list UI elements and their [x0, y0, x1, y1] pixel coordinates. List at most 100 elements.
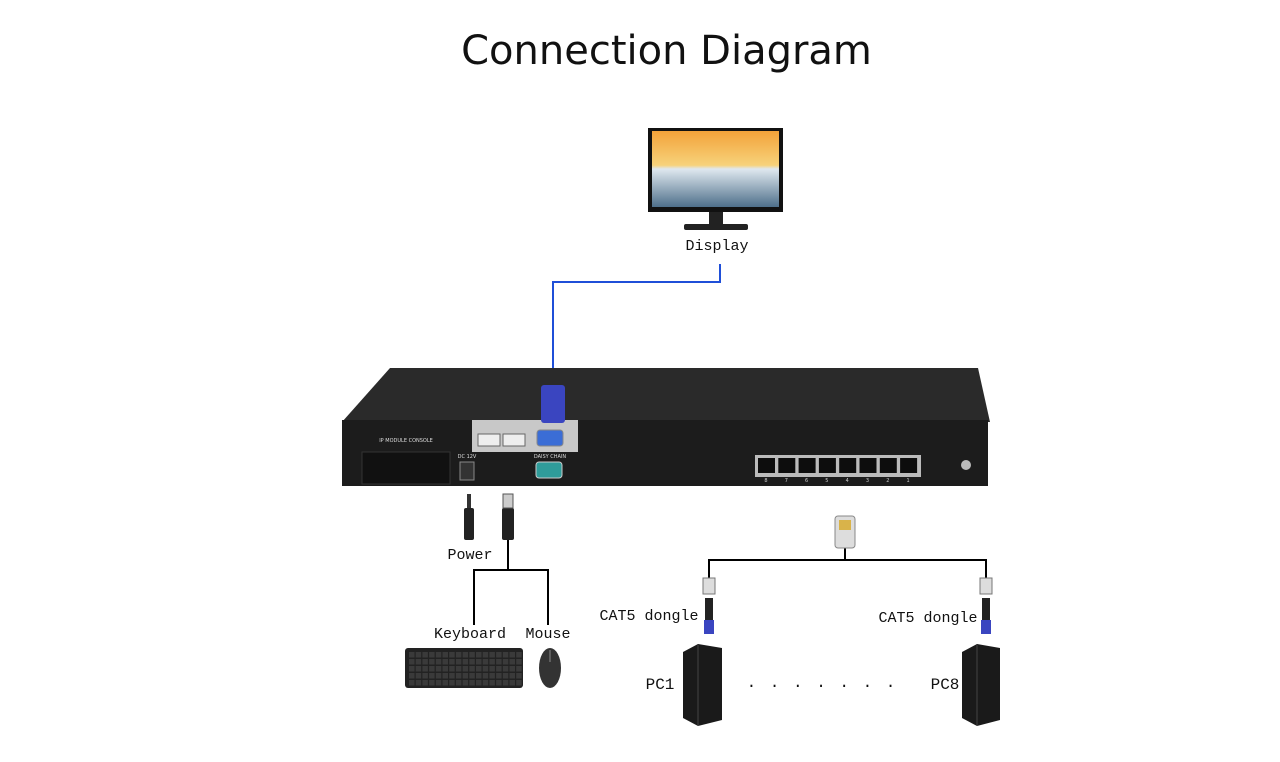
pc1-tower-icon: [683, 644, 722, 726]
keyboard-key: [442, 666, 448, 672]
daisy-label: DAISY CHAIN: [534, 454, 567, 460]
keyboard-key: [502, 673, 509, 679]
keyboard-key: [476, 659, 482, 665]
keyboard-key: [516, 659, 522, 665]
keyboard-key: [415, 673, 422, 679]
rj45-port: [798, 458, 816, 473]
pc1-label: PC1: [645, 676, 675, 694]
keyboard-label: Keyboard: [433, 626, 507, 643]
keyboard-key: [482, 673, 489, 679]
keyboard-key: [422, 652, 428, 658]
port-number: 2: [886, 478, 889, 484]
keyboard-key: [462, 666, 469, 672]
keyboard-key: [516, 680, 522, 686]
port-number: 5: [825, 478, 828, 484]
keyboard-key: [482, 666, 489, 672]
keyboard-key: [409, 666, 415, 672]
pc8-tower-icon: [962, 644, 1000, 726]
keyboard-key: [442, 659, 448, 665]
vga-plug: [541, 385, 565, 423]
keyboard-key: [516, 666, 522, 672]
cat5-dongle-label-left: CAT5 dongle: [599, 608, 699, 625]
keyboard-key: [482, 680, 489, 686]
cat5-dongle-icon: [702, 577, 716, 634]
rj45-port: [758, 458, 775, 473]
keyboard-key: [455, 659, 462, 665]
keyboard-key: [509, 673, 515, 679]
keyboard-key: [502, 680, 509, 686]
keyboard-key: [469, 680, 475, 686]
keyboard-key: [455, 666, 462, 672]
keyboard-key: [409, 673, 415, 679]
keyboard-key: [496, 673, 502, 679]
connector-lines: [473, 540, 987, 625]
keyboard-icon: [405, 648, 523, 688]
keyboard-key: [482, 652, 489, 658]
keyboard-key: [449, 680, 455, 686]
rj45-port: [818, 458, 836, 473]
rj45-connector-icon: [834, 515, 856, 549]
keyboard-key: [462, 673, 469, 679]
rj45-port: [879, 458, 897, 473]
keyboard-key: [489, 652, 495, 658]
monitor-icon: [648, 128, 783, 230]
keyboard-key: [489, 680, 495, 686]
power-plug-icon: [464, 494, 474, 540]
keyboard-key: [509, 680, 515, 686]
port-number: 4: [846, 478, 849, 484]
keyboard-key: [409, 680, 415, 686]
keyboard-key: [476, 652, 482, 658]
keyboard-key: [496, 680, 502, 686]
keyboard-key: [462, 680, 469, 686]
keyboard-key: [422, 673, 428, 679]
mouse-label: Mouse: [525, 626, 571, 643]
usb-plug-icon: [502, 493, 514, 540]
keyboard-key: [476, 680, 482, 686]
keyboard-key: [415, 666, 422, 672]
port-number: 1: [907, 478, 910, 484]
rj45-port: [859, 458, 877, 473]
keyboard-key: [455, 652, 462, 658]
keyboard-key: [435, 673, 442, 679]
keyboard-key: [496, 659, 502, 665]
keyboard-key: [409, 652, 415, 658]
keyboard-key: [489, 666, 495, 672]
keyboard-key: [469, 673, 475, 679]
ellipsis-dots: . . . . . . .: [746, 674, 898, 692]
keyboard-key: [415, 659, 422, 665]
keyboard-key: [502, 652, 509, 658]
rj45-port: [778, 458, 796, 473]
keyboard-key: [442, 680, 448, 686]
keyboard-key: [435, 680, 442, 686]
keyboard-key: [429, 673, 435, 679]
keyboard-key: [476, 673, 482, 679]
keyboard-key: [409, 659, 415, 665]
dc-label: DC 12V: [458, 454, 477, 460]
port-number: 8: [764, 478, 767, 484]
keyboard-key: [429, 652, 435, 658]
cat5-dongle-label-right: CAT5 dongle: [878, 610, 978, 627]
keyboard-key: [489, 659, 495, 665]
keyboard-key: [429, 680, 435, 686]
keyboard-key: [422, 680, 428, 686]
port-number: 7: [785, 478, 788, 484]
keyboard-key: [496, 652, 502, 658]
keyboard-key: [469, 666, 475, 672]
keyboard-key: [509, 666, 515, 672]
keyboard-key: [482, 659, 489, 665]
keyboard-key: [489, 673, 495, 679]
keyboard-key: [449, 673, 455, 679]
port-number: 6: [805, 478, 808, 484]
pc8-label: PC8: [930, 676, 960, 694]
keyboard-key: [462, 652, 469, 658]
vga-cable: [552, 264, 721, 395]
keyboard-key: [496, 666, 502, 672]
keyboard-key: [449, 666, 455, 672]
port-number: 3: [866, 478, 869, 484]
keyboard-key: [422, 666, 428, 672]
keyboard-key: [455, 680, 462, 686]
keyboard-key: [502, 659, 509, 665]
keyboard-key: [469, 659, 475, 665]
power-label: Power: [447, 547, 493, 564]
diagram-title: Connection Diagram: [461, 28, 872, 74]
